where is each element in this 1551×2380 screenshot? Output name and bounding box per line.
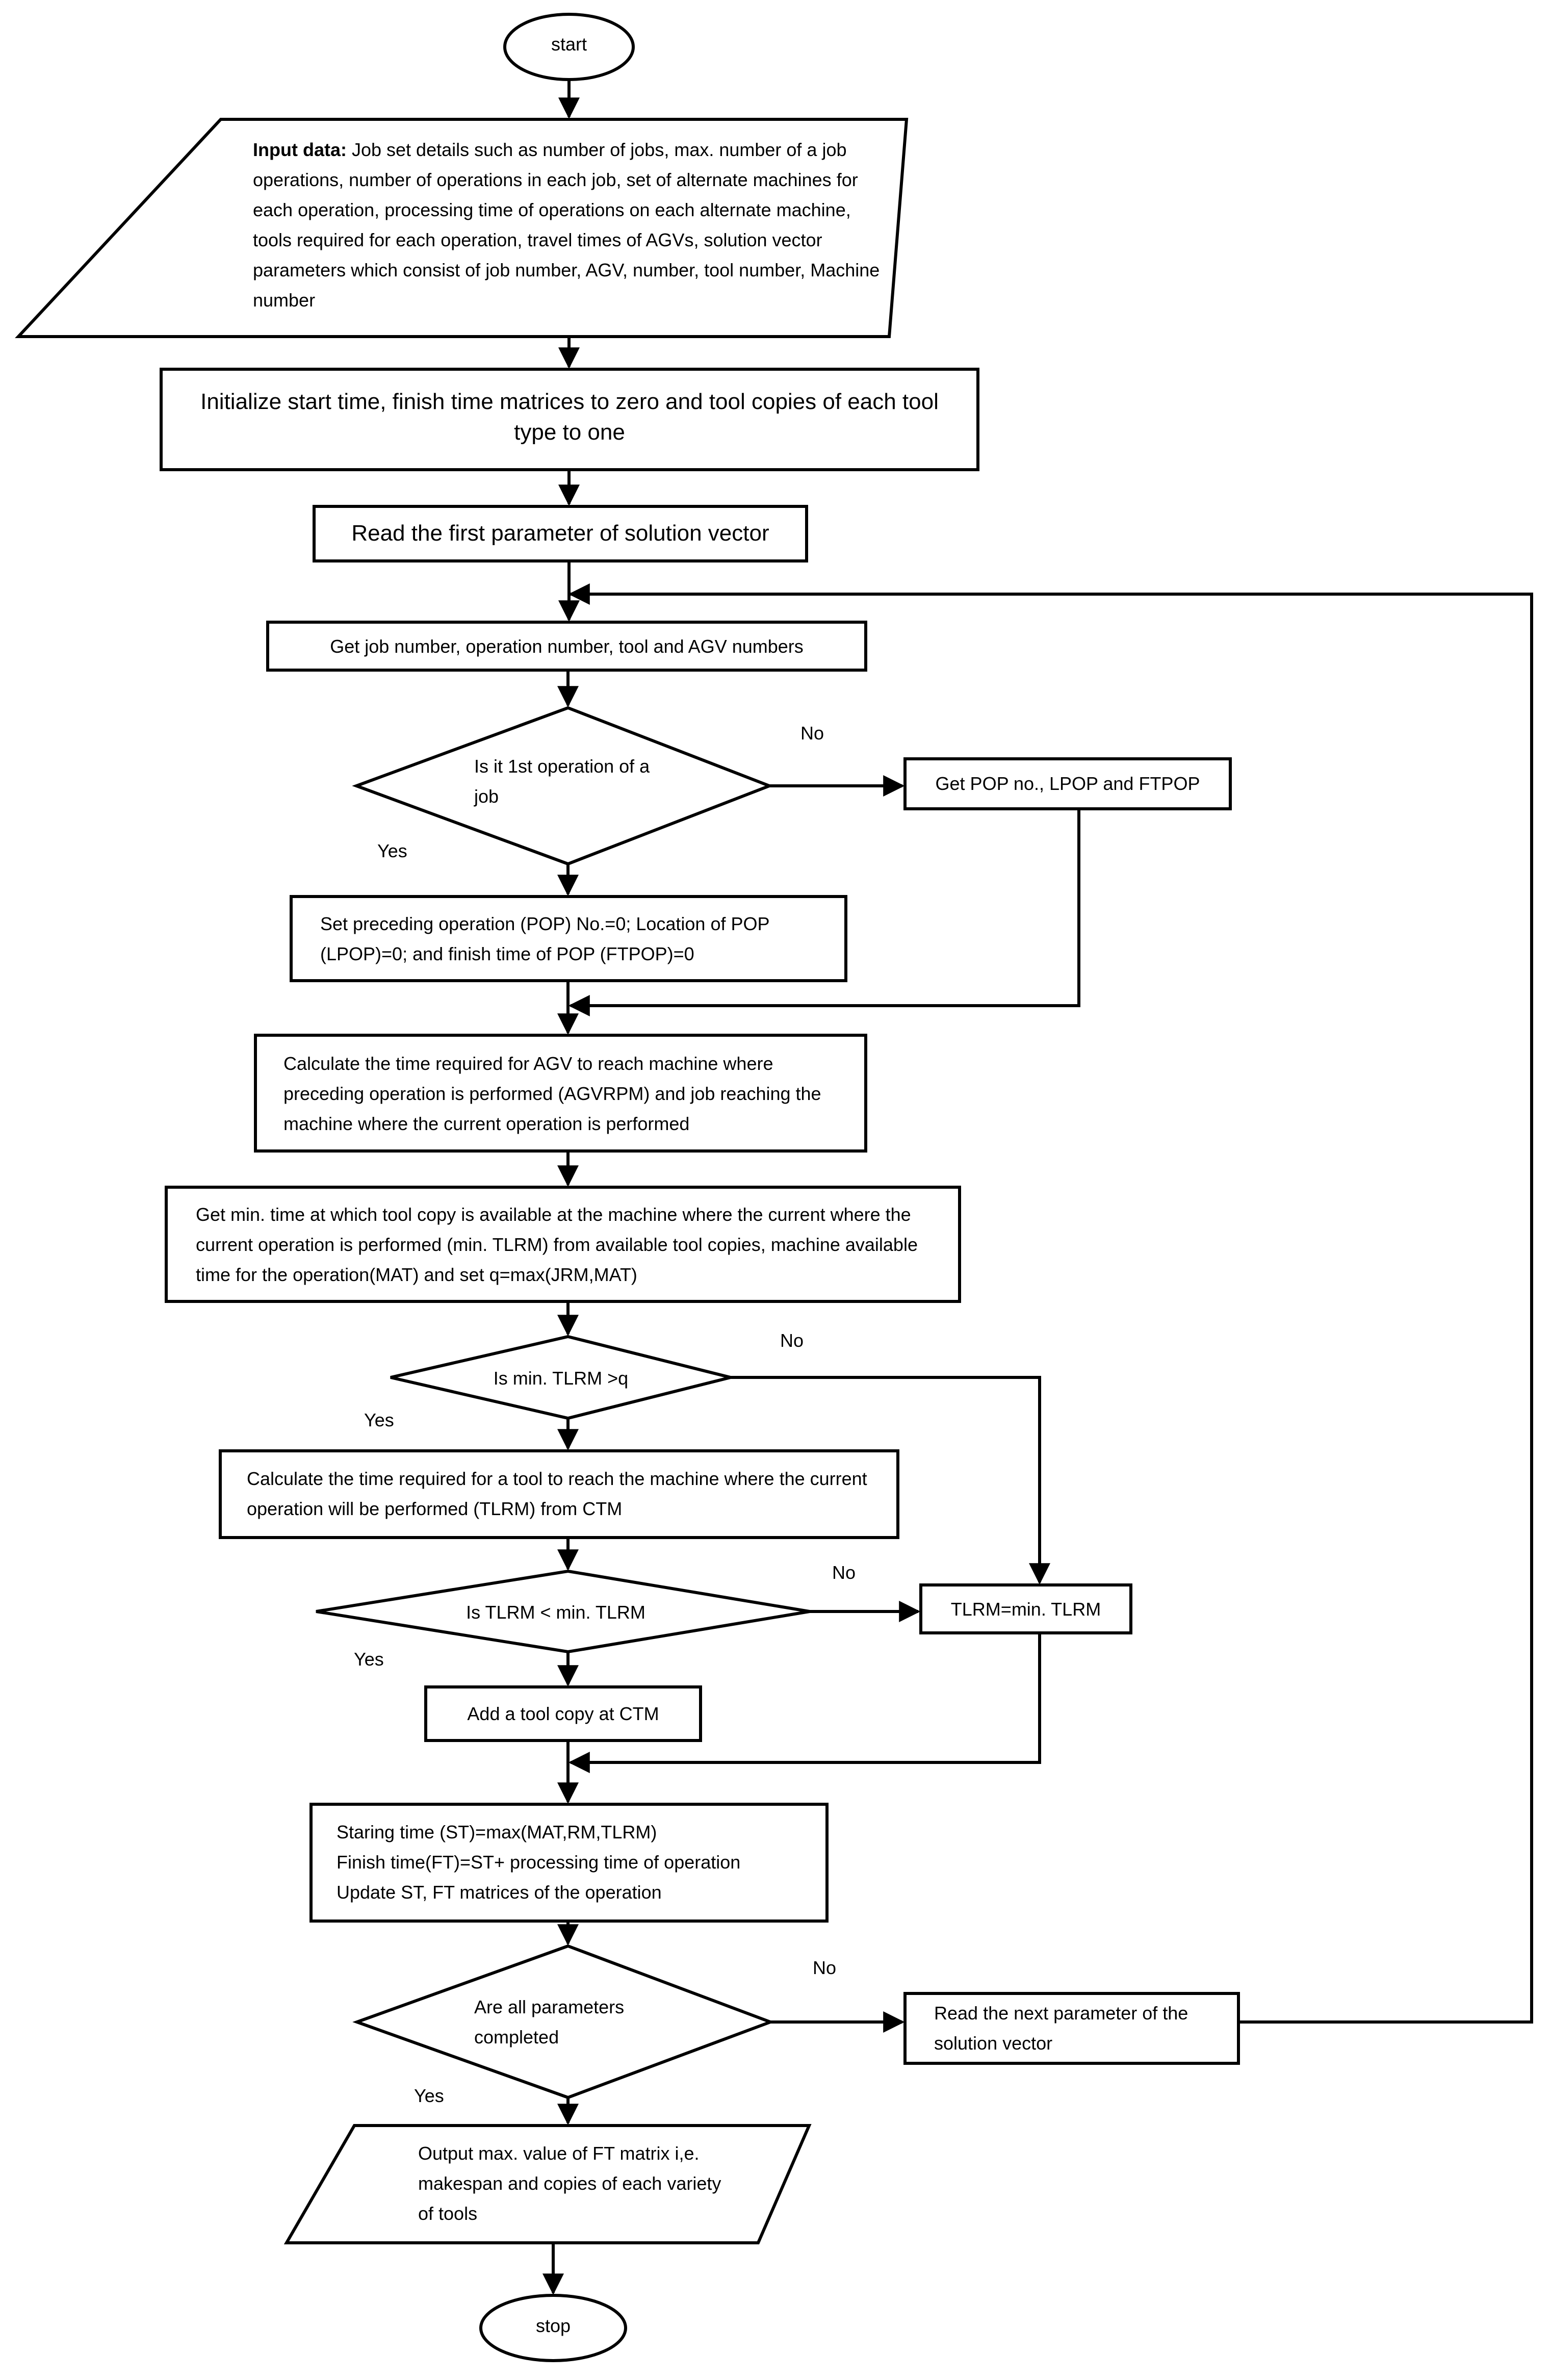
output-shape <box>283 2124 812 2244</box>
decision-first-op-text: Is it 1st operation of a job <box>474 756 650 807</box>
arrow-tlrm-merge <box>568 1633 1041 1773</box>
yes-label-1: Yes <box>377 840 407 861</box>
yes-label-3: Yes <box>354 1649 384 1670</box>
input-data-text: Input data: Job set details such as numb… <box>253 135 880 315</box>
no-label-1: No <box>800 723 824 744</box>
stop-terminal <box>479 2294 627 2362</box>
read-next-box <box>903 1992 1240 2065</box>
output-text: Output max. value of FT matrix i,e. make… <box>418 2143 721 2224</box>
get-pop-box <box>903 757 1232 810</box>
calc-agv-box <box>254 1034 867 1153</box>
no-label-2: No <box>780 1330 804 1351</box>
get-min-time-text: Get min. time at which tool copy is avai… <box>196 1204 918 1285</box>
starting-text: Staring time (ST)=max(MAT,RM,TLRM) Finis… <box>337 1822 741 1903</box>
get-pop-text: Get POP no., LPOP and FTPOP <box>935 773 1200 794</box>
read-first-box <box>313 505 808 562</box>
add-tool-box <box>424 1685 702 1742</box>
arrow-loop-back <box>568 583 1533 2024</box>
input-data-lead: Input data: <box>253 139 347 160</box>
add-tool-text: Add a tool copy at CTM <box>467 1703 659 1724</box>
decision-tlrm-lt-min-text: Is TLRM < min. TLRM <box>466 1602 645 1623</box>
calc-tool-text: Calculate the time required for a tool t… <box>247 1468 867 1519</box>
no-label-4: No <box>813 1957 837 1978</box>
start-label: start <box>551 34 587 55</box>
read-next-text: Read the next parameter of the solution … <box>934 2003 1188 2054</box>
input-data-shape <box>15 118 909 338</box>
no-label-3: No <box>832 1562 856 1583</box>
arrow-decision2-no <box>731 1376 1050 1585</box>
get-numbers-text: Get job number, operation number, tool a… <box>330 636 804 657</box>
calc-agv-text: Calculate the time required for AGV to r… <box>283 1053 821 1134</box>
decision-all-done-text: Are all parameters completed <box>474 1997 625 2048</box>
get-min-time-box <box>165 1186 961 1303</box>
decision-min-tlrm-text: Is min. TLRM >q <box>493 1368 629 1389</box>
input-data-body: Job set details such as number of jobs, … <box>253 139 880 311</box>
tlrm-assign-box <box>919 1583 1132 1634</box>
read-first-text: Read the first parameter of solution vec… <box>351 521 769 546</box>
yes-label-2: Yes <box>364 1410 394 1430</box>
set-preceding-text: Set preceding operation (POP) No.=0; Loc… <box>320 913 769 964</box>
initialize-text: Initialize start time, finish time matri… <box>200 389 939 445</box>
stop-label: stop <box>535 2315 571 2336</box>
tlrm-assign-text: TLRM=min. TLRM <box>950 1599 1101 1620</box>
arrow-getpop-merge <box>568 809 1080 1016</box>
yes-label-4: Yes <box>414 2085 444 2106</box>
calc-tool-box <box>219 1449 899 1539</box>
